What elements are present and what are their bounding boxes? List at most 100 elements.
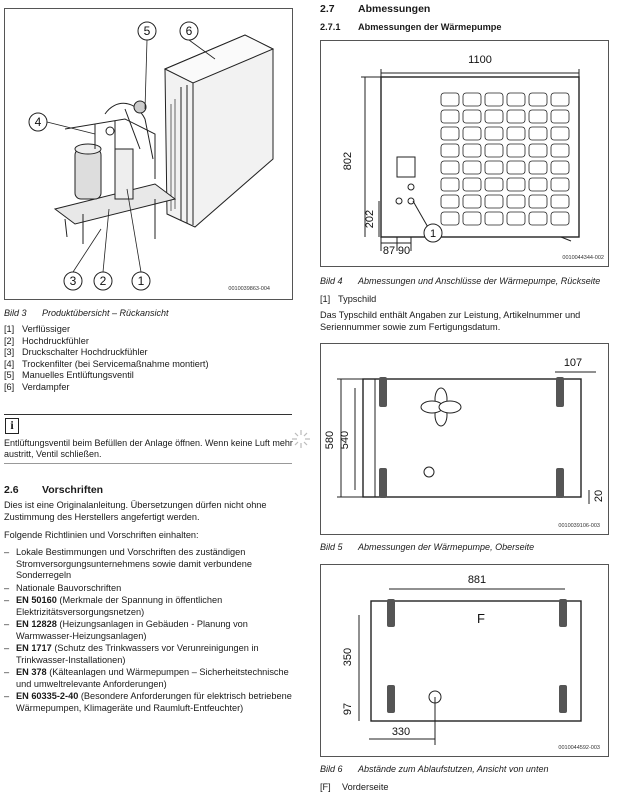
grille-cell	[462, 143, 482, 158]
section-lead: Folgende Richtlinien und Vorschriften ei…	[4, 530, 199, 540]
info-rule-top	[4, 414, 292, 415]
grille-cell	[462, 194, 482, 209]
callout-1-label: 1	[138, 274, 145, 288]
grille-cell	[528, 160, 548, 175]
grille-cell	[484, 92, 504, 107]
evaporator-illustration	[163, 34, 275, 228]
product-overview-drawing: 5 6 4 3 2 1	[28, 21, 275, 291]
grille-cell	[462, 211, 482, 226]
legend-item: [2]Hochdruckfühler	[4, 335, 89, 346]
grille-cell	[550, 143, 570, 158]
grille-cell	[550, 160, 570, 175]
figure-6-caption-text: Abstände zum Ablaufstutzen, Ansicht von …	[358, 764, 549, 774]
callout-1-label: 1	[430, 228, 436, 240]
dim-height: 802	[342, 152, 354, 170]
dim-width: 1100	[468, 54, 492, 66]
figure-6-caption: Bild 6 Abstände zum Ablaufstutzen, Ansich…	[320, 764, 548, 775]
grille-cell	[484, 177, 504, 192]
list-item: EN 60335-2-40 (Besondere Anforderungen f…	[4, 691, 296, 714]
grille-cell	[484, 211, 504, 226]
grille-cell	[440, 160, 460, 175]
callout-6-label: 6	[186, 24, 193, 38]
list-item: EN 378 (Kälteanlagen und Wärmepumpen – S…	[4, 667, 296, 690]
grille-cell	[550, 194, 570, 209]
ventilation-grille	[440, 92, 570, 226]
legend-item: [5]Manuelles Entlüftungsventil	[4, 370, 134, 380]
figure-5-caption-number: Bild 5	[320, 542, 343, 552]
section-number: 2.7	[320, 3, 335, 15]
compressor-unit-illustration	[53, 100, 177, 244]
grille-cell	[440, 92, 460, 107]
figure-3-legend: [1]Verflüssiger [2]Hochdruckfühler [3]Dr…	[4, 324, 294, 393]
figure-6: 881 F 350 97 330 0010044592-003	[320, 564, 609, 757]
rear-dimension-drawing: 1100 802 202 87 90 1	[342, 54, 580, 257]
grille-cell	[506, 194, 526, 209]
dim-top: 107	[564, 357, 582, 369]
list-item: Nationale Bauvorschriften	[4, 583, 296, 595]
list-item: Lokale Bestimmungen und Vorschriften des…	[4, 547, 296, 582]
grille-cell	[528, 177, 548, 192]
figure-6-id: 0010044592-003	[558, 745, 600, 752]
grille-cell	[440, 126, 460, 141]
grille-cell	[550, 109, 570, 124]
regulations-list: Lokale Bestimmungen und Vorschriften des…	[4, 547, 296, 715]
figure-5-caption: Bild 5 Abmessungen der Wärmepumpe, Oberse…	[320, 542, 534, 553]
grille-cell	[528, 92, 548, 107]
dim-mid: 350	[342, 648, 354, 666]
dim-bottom: 330	[392, 726, 410, 738]
grille-cell	[484, 160, 504, 175]
section-intro: Dies ist eine Originalanleitung. Überset…	[4, 500, 267, 522]
grille-cell	[440, 177, 460, 192]
callout-3-label: 3	[70, 274, 77, 288]
figure-6-caption-number: Bild 6	[320, 764, 343, 774]
grille-cell	[484, 143, 504, 158]
grille-cell	[506, 109, 526, 124]
feet	[379, 377, 564, 498]
grille-cell	[528, 194, 548, 209]
legend-item: [4]Trockenfilter (bei Servicemaßnahme mo…	[4, 358, 209, 369]
list-item: EN 12828 (Heizungsanlagen in Gebäuden - …	[4, 619, 296, 642]
callout-4-label: 4	[35, 115, 42, 129]
grille-cell	[506, 143, 526, 158]
figure-4-id: 0010044344-002	[562, 255, 604, 262]
info-icon: i	[5, 418, 19, 434]
figure-6-legend-item: [F]Vorderseite	[320, 782, 389, 792]
bottom-dimension-drawing: 881 F 350 97 330	[342, 574, 582, 745]
figure-3-caption-text: Produktübersicht – Rückansicht	[42, 308, 169, 318]
feet	[387, 599, 567, 713]
grille-cell	[440, 194, 460, 209]
figure-5-caption-text: Abmessungen der Wärmepumpe, Oberseite	[358, 542, 535, 552]
grille-cell	[462, 160, 482, 175]
dim-low: 97	[342, 703, 354, 715]
grille-cell	[484, 109, 504, 124]
top-dimension-drawing: 107 580 540 20	[324, 357, 605, 504]
grille-cell	[462, 177, 482, 192]
legend-item: [1]Verflüssiger	[4, 324, 71, 334]
dim-small: 20	[593, 490, 605, 502]
grille-cell	[506, 211, 526, 226]
dim-low: 202	[364, 210, 376, 228]
grille-cell	[506, 92, 526, 107]
grille-cell	[484, 194, 504, 209]
grille-cell	[506, 126, 526, 141]
figure-3: 5 6 4 3 2 1 0010039863-004	[4, 8, 293, 300]
callout-2-label: 2	[100, 274, 107, 288]
legend-item: [6]Verdampfer	[4, 381, 70, 392]
grille-cell	[550, 211, 570, 226]
grille-cell	[506, 160, 526, 175]
dim-b: 90	[398, 245, 410, 257]
list-item: EN 1717 (Schutz des Trinkwassers vor Ver…	[4, 643, 296, 666]
dim-a: 87	[383, 245, 395, 257]
front-label: F	[477, 611, 485, 626]
fan-icon	[420, 387, 462, 427]
sparkle-icon	[292, 430, 310, 448]
grille-cell	[506, 177, 526, 192]
subsection-number: 2.7.1	[320, 22, 341, 32]
grille-cell	[440, 211, 460, 226]
grille-cell	[462, 126, 482, 141]
figure-4-caption-number: Bild 4	[320, 276, 343, 286]
